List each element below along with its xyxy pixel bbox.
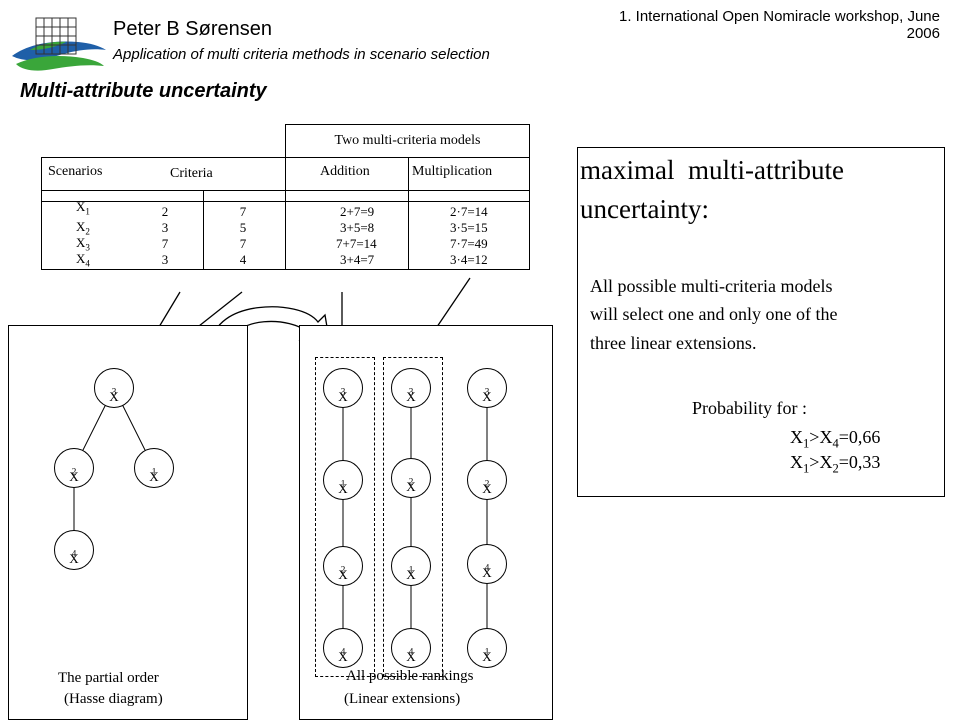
probability-x1-x4: X1>X4=0,66 (790, 427, 881, 451)
header-scenarios: Scenarios (48, 164, 103, 179)
logo (8, 14, 108, 74)
criterion-1-value: 2 (161, 204, 169, 219)
multiplication-value: 7·7=49 (450, 236, 488, 251)
addition-value: 2+7=9 (340, 204, 375, 219)
table-divider (408, 157, 409, 270)
criterion-1-value: 3 (161, 220, 169, 235)
criterion-1-value: 3 (161, 252, 169, 267)
probability-x1-x2: X1>X2=0,33 (790, 452, 881, 476)
header-criteria: Criteria (170, 166, 213, 181)
slide-title: Multi-attribute uncertainty (20, 80, 267, 102)
hasse-caption-line1: The partial order (58, 670, 159, 686)
panel-heading-line1: maximal multi-attribute (580, 155, 844, 185)
author-name: Peter B Sørensen (113, 18, 272, 40)
ranking-highlight (383, 357, 443, 677)
criterion-2-value: 7 (239, 236, 247, 251)
addition-value: 3+5=8 (340, 220, 375, 235)
hasse-caption-line2: (Hasse diagram) (64, 691, 163, 707)
conference-title: 1. International Open Nomiracle workshop… (618, 8, 940, 42)
panel-body-line3: three linear extensions. (590, 333, 757, 353)
criterion-2-value: 5 (239, 220, 247, 235)
table-row: X1 (76, 199, 90, 217)
panel-body-line2: will select one and only one of the (590, 304, 838, 324)
table-divider (41, 190, 530, 191)
probability-title: Probability for : (692, 398, 807, 418)
criterion-1-value: 7 (161, 236, 169, 251)
rankings-caption-line2: (Linear extensions) (344, 691, 461, 707)
ranking-highlight (315, 357, 375, 677)
multiplication-value: 3·5=15 (450, 220, 488, 235)
panel-heading-line2: uncertainty: (580, 194, 709, 224)
header-multiplication: Multiplication (412, 164, 493, 179)
header-addition: Addition (320, 164, 370, 179)
uncertainty-panel (577, 147, 945, 497)
table-row: X2 (76, 219, 90, 237)
models-header: Two multi-criteria models (334, 133, 481, 148)
multiplication-value: 2·7=14 (450, 204, 488, 219)
presentation-subtitle: Application of multi criteria methods in… (113, 46, 490, 63)
panel-body-line1: All possible multi-criteria models (590, 276, 833, 296)
table-divider (41, 201, 530, 202)
table-divider (285, 157, 286, 270)
multiplication-value: 3·4=12 (450, 252, 488, 267)
criterion-2-value: 4 (239, 252, 247, 267)
table-row: X3 (76, 235, 90, 253)
addition-value: 3+4=7 (340, 252, 375, 267)
table-row: X4 (76, 251, 90, 269)
rankings-caption-line1: All possible rankings (346, 668, 474, 684)
criterion-2-value: 7 (239, 204, 247, 219)
addition-value: 7+7=14 (336, 236, 377, 251)
table-divider (203, 190, 204, 270)
